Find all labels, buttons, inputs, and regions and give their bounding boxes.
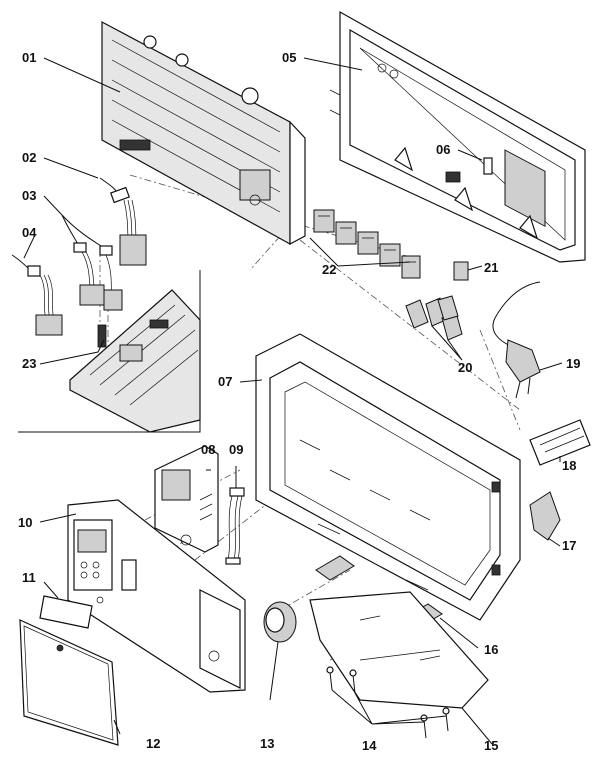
callout-06: 06 xyxy=(436,142,450,157)
secondary-circuit-board xyxy=(69,289,201,433)
display-module xyxy=(154,445,219,553)
rear-housing xyxy=(329,10,586,263)
callout-18: 18 xyxy=(562,458,576,473)
terminal-connectors xyxy=(313,209,421,279)
front-frame xyxy=(255,333,521,621)
callout-03: 03 xyxy=(22,188,36,203)
callout-07: 07 xyxy=(218,374,232,389)
clip-17 xyxy=(529,491,561,541)
callout-01: 01 xyxy=(22,50,36,65)
cable-harness-short xyxy=(11,254,63,336)
control-panel xyxy=(67,499,246,693)
callout-20: 20 xyxy=(458,360,472,375)
ribbon-cable xyxy=(225,487,245,565)
callout-16: 16 xyxy=(484,642,498,657)
fuse xyxy=(445,157,493,183)
callout-14: 14 xyxy=(362,738,377,753)
rotary-knob xyxy=(263,601,297,643)
main-circuit-board xyxy=(101,21,306,246)
cable-harness-double xyxy=(61,214,123,311)
callout-13: 13 xyxy=(260,736,274,751)
callout-23: 23 xyxy=(22,356,36,371)
callout-labels: 01 02 03 04 05 06 07 08 09 10 11 12 13 1… xyxy=(18,50,580,753)
callout-17: 17 xyxy=(562,538,576,553)
callout-12: 12 xyxy=(146,736,160,751)
callout-15: 15 xyxy=(484,738,498,753)
callout-21: 21 xyxy=(484,260,498,275)
screws xyxy=(326,666,450,739)
bracket-18 xyxy=(529,419,591,466)
front-cover xyxy=(19,619,119,746)
power-cable-plug xyxy=(492,281,541,399)
leader-lines xyxy=(23,57,563,745)
callout-08: 08 xyxy=(201,442,215,457)
small-block-21 xyxy=(453,261,469,281)
cable-harness-long xyxy=(99,177,147,266)
callout-19: 19 xyxy=(566,356,580,371)
small-panel-11 xyxy=(39,595,93,629)
cable-clips xyxy=(405,295,463,341)
callout-11: 11 xyxy=(22,570,36,585)
callout-04: 04 xyxy=(22,225,37,240)
callout-22: 22 xyxy=(322,262,336,277)
callout-02: 02 xyxy=(22,150,36,165)
callout-10: 10 xyxy=(18,515,32,530)
callout-05: 05 xyxy=(282,50,296,65)
callout-09: 09 xyxy=(229,442,243,457)
